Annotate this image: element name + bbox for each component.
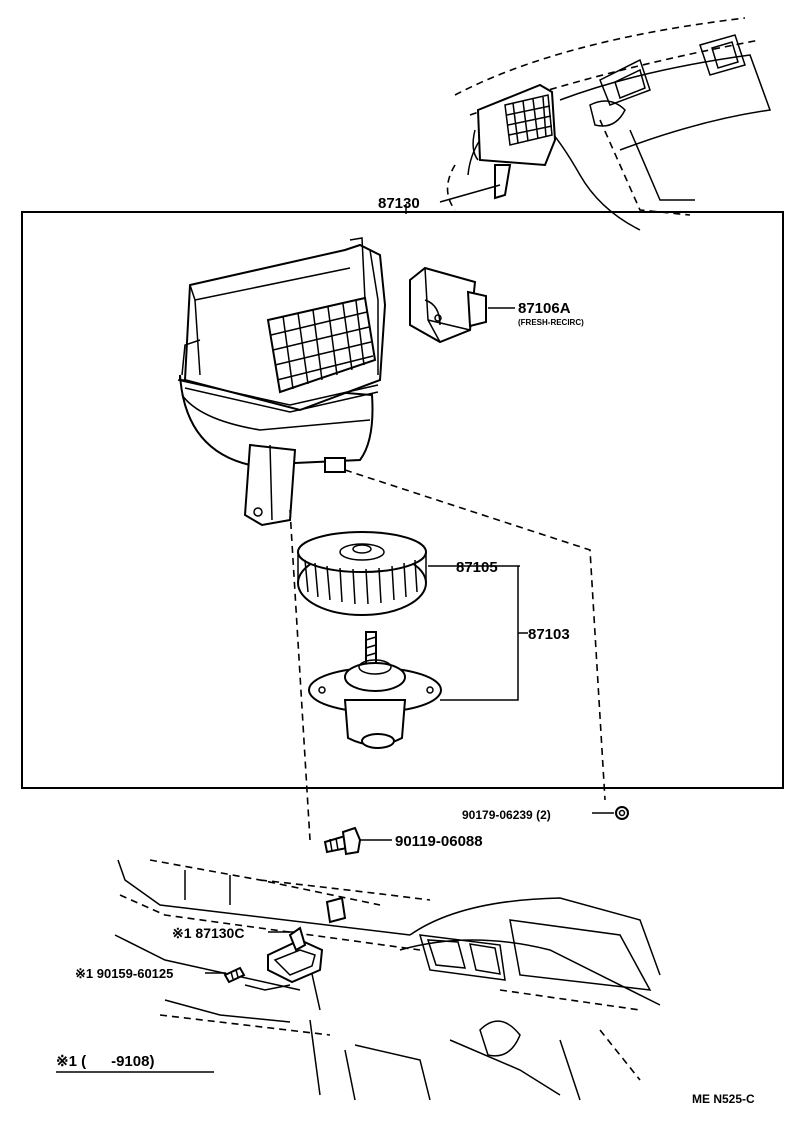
label-screw: ※1 90159-60125	[75, 966, 173, 981]
label-fan: 87105	[456, 559, 498, 576]
assembly-frame	[21, 211, 784, 789]
label-code: ME N525-C	[692, 1092, 755, 1106]
assembly-pointer	[439, 184, 501, 203]
label-servo-note: (FRESH-RECIRC)	[518, 318, 584, 327]
label-bolt: 90119-06088	[395, 833, 483, 850]
servo-motor	[409, 266, 487, 344]
label-servo: 87106A	[518, 300, 571, 317]
blower-housing	[177, 237, 387, 527]
bolt-icon	[323, 826, 362, 856]
motor-assy-bracket	[440, 566, 519, 701]
nut-guide	[344, 469, 606, 801]
label-motor-assy: 87103	[528, 626, 570, 643]
bottom-dashboard-sketch	[114, 859, 661, 1101]
nut-icon	[615, 806, 629, 820]
label-nut: 90179-06239 (2)	[462, 808, 551, 822]
blower-fan	[297, 531, 427, 616]
label-bracket: ※1 87130C	[172, 925, 244, 941]
label-footnote: ※1 ( -9108)	[56, 1053, 154, 1070]
label-assembly: 87130	[378, 195, 420, 212]
dashboard-location-sketch	[446, 17, 772, 231]
blower-motor	[308, 631, 442, 749]
